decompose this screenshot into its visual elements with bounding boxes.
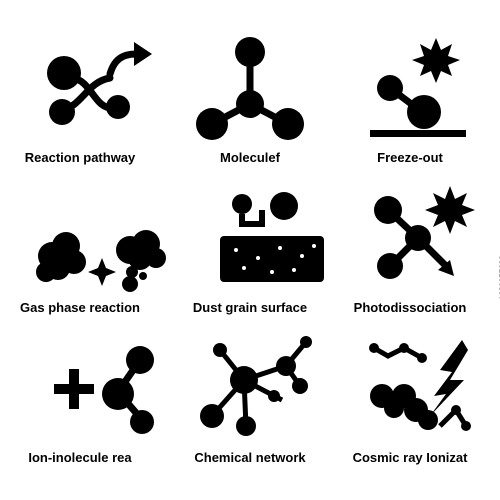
icon-cell-cosmic-ray-ionization: Cosmic ray Ionizat bbox=[330, 300, 490, 465]
icon-label: Reaction pathway bbox=[24, 150, 136, 165]
chemical-network-icon bbox=[200, 336, 312, 436]
cosmic-ray-ionization-icon bbox=[369, 340, 471, 431]
icon-label: Gas phase reaction bbox=[20, 300, 140, 315]
icon-cell-ion-molecule-reaction: Ion-inolecule rea bbox=[0, 300, 160, 465]
freeze-out-icon bbox=[370, 38, 466, 137]
icon-label: Ion-inolecule rea bbox=[28, 450, 132, 465]
reaction-pathway-icon bbox=[47, 42, 152, 125]
icon-cell-freeze-out: Freeze-out bbox=[330, 0, 490, 165]
icon-label: Cosmic ray Ionizat bbox=[352, 450, 468, 465]
icon-label: Photodissociation bbox=[353, 300, 467, 315]
dust-grain-surface-icon bbox=[220, 192, 324, 282]
photodissociation-icon bbox=[374, 186, 475, 279]
icon-cell-gas-phase-reaction: Gas phase reaction bbox=[0, 150, 166, 315]
gas-phase-reaction-icon bbox=[36, 230, 166, 292]
molecule-icon bbox=[196, 37, 304, 140]
icon-label: Moleculef bbox=[220, 150, 280, 165]
icon-cell-reaction-pathway: Reaction pathway bbox=[0, 0, 160, 165]
icon-cell-photodissociation: Photodissociation bbox=[330, 150, 490, 315]
icon-label: Dust grain surface bbox=[192, 300, 308, 315]
icon-cell-chemical-network: Chemical network bbox=[170, 300, 330, 465]
icon-label: Freeze-out bbox=[377, 150, 443, 165]
icon-cell-dust-grain-surface: Dust grain surface bbox=[170, 150, 330, 315]
icon-cell-molecule: Moleculef bbox=[170, 0, 330, 165]
icon-label: Chemical network bbox=[194, 450, 306, 465]
ion-molecule-reaction-icon bbox=[54, 346, 154, 434]
